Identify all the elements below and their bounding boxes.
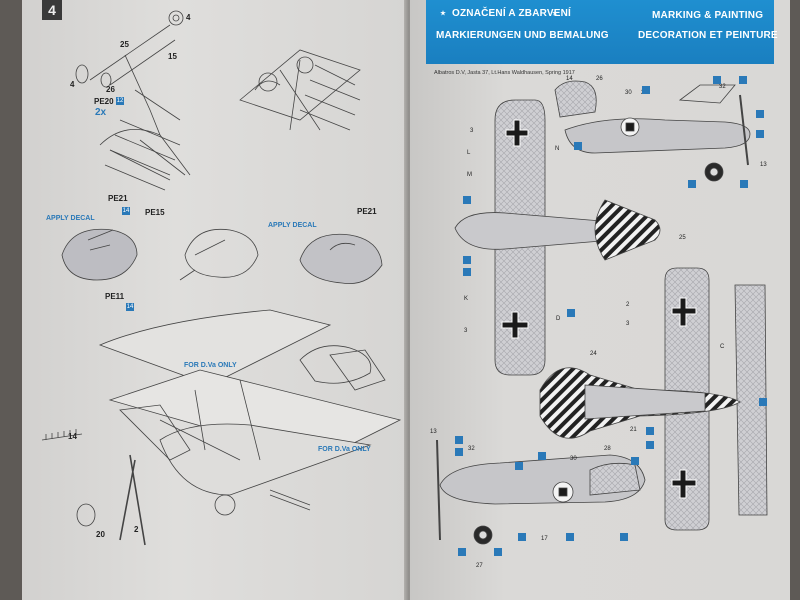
- color-callout-box: [463, 256, 471, 264]
- header-title-fr: DECORATION ET PEINTURE: [638, 30, 778, 41]
- color-callout-box: [642, 86, 650, 94]
- part-label: 15: [168, 52, 177, 61]
- color-callout-box: [455, 436, 463, 444]
- color-callout-box: [756, 110, 764, 118]
- part-label: 2: [134, 525, 139, 534]
- part-label: 25: [120, 40, 129, 49]
- callout-number: 27: [476, 563, 483, 569]
- decal-number-box: 14: [122, 207, 130, 215]
- color-callout-box: [756, 130, 764, 138]
- callout-number: 25: [679, 235, 686, 241]
- header-title-cz: OZNAČENÍ A ZBARVENÍ: [452, 8, 571, 19]
- color-callout-box: [538, 452, 546, 460]
- color-callout-box: [574, 142, 582, 150]
- color-callout-box: [518, 533, 526, 541]
- callout-letter: D: [556, 316, 561, 322]
- marking-header-banner: OZNAČENÍ A ZBARVENÍ MARKIERUNGEN UND BEM…: [426, 0, 778, 64]
- callout-number: 30: [570, 456, 577, 462]
- pe-part-label: PE11: [105, 292, 125, 301]
- callout-number: 14: [566, 76, 573, 82]
- instruction-page-left: [22, 0, 408, 600]
- decal-number-box: 12: [116, 97, 124, 105]
- color-callout-box: [455, 448, 463, 456]
- callout-letter: K: [464, 296, 469, 302]
- callout-letter: 3: [470, 128, 474, 134]
- for-dva-only-label: FOR D.Va ONLY: [184, 362, 237, 369]
- color-callout-box: [463, 196, 471, 204]
- part-label: 26: [106, 85, 115, 94]
- callout-letter: L: [467, 150, 471, 156]
- callout-number: 32: [468, 446, 475, 452]
- pe-part-label: PE21: [357, 207, 377, 216]
- callout-number: 13: [430, 429, 437, 435]
- callout-number: 21: [630, 427, 637, 433]
- color-callout-box: [494, 548, 502, 556]
- callout-letter: 3: [464, 328, 468, 334]
- callout-letter: M: [467, 172, 472, 178]
- part-label: PE20: [94, 97, 114, 106]
- star-icon: [440, 10, 446, 16]
- apply-decal-label: APPLY DECAL: [46, 215, 95, 222]
- part-label: 14: [68, 432, 77, 441]
- color-callout-box: [688, 180, 696, 188]
- color-callout-box: [646, 427, 654, 435]
- color-callout-box: [713, 76, 721, 84]
- apply-decal-label: APPLY DECAL: [268, 222, 317, 229]
- for-dva-only-label: FOR D.Va ONLY: [318, 446, 371, 453]
- color-callout-box: [463, 268, 471, 276]
- callout-number: 26: [596, 76, 603, 82]
- quantity-label: 2x: [95, 107, 107, 118]
- color-callout-box: [620, 533, 628, 541]
- color-callout-box: [631, 457, 639, 465]
- callout-number: 28: [604, 446, 611, 452]
- book-gutter: [404, 0, 414, 600]
- callout-number: 17: [541, 536, 548, 542]
- step-number-badge: 4: [42, 0, 62, 20]
- color-callout-box: [515, 462, 523, 470]
- decal-number-box: 14: [126, 303, 134, 311]
- callout-number: 2: [626, 302, 630, 308]
- callout-number: 24: [590, 351, 597, 357]
- pe-part-label: PE21: [108, 194, 128, 203]
- color-callout-box: [759, 398, 767, 406]
- callout-number: 30: [625, 90, 632, 96]
- color-callout-box: [740, 180, 748, 188]
- part-label: 4: [70, 80, 75, 89]
- pe-part-label: PE15: [145, 208, 165, 217]
- color-callout-box: [566, 533, 574, 541]
- color-callout-box: [567, 309, 575, 317]
- callout-number: 3: [626, 321, 630, 327]
- color-callout-box: [458, 548, 466, 556]
- color-callout-box: [739, 76, 747, 84]
- star-icon: [552, 10, 558, 16]
- header-title-en: MARKING & PAINTING: [652, 10, 764, 21]
- color-callout-box: [646, 441, 654, 449]
- header-title-de: MARKIERUNGEN UND BEMALUNG: [436, 30, 609, 41]
- callout-letter: N: [555, 146, 560, 152]
- part-label: 20: [96, 530, 105, 539]
- callout-letter: C: [720, 344, 725, 350]
- part-label: 4: [186, 13, 191, 22]
- aircraft-caption: Albatros D.V, Jasta 37, Lt.Hans Waldhaus…: [434, 70, 575, 76]
- callout-number: 13: [760, 162, 767, 168]
- callout-number: 32: [719, 84, 726, 90]
